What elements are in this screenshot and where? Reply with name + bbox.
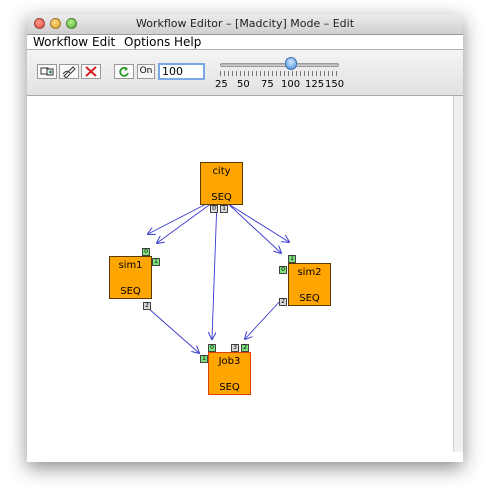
edge-city-sim1-a xyxy=(148,199,215,234)
job-node-name: sim1 xyxy=(118,260,143,271)
close-window-button[interactable] xyxy=(34,18,45,29)
input-port[interactable]: 1 xyxy=(288,255,296,263)
input-port[interactable]: 2 xyxy=(241,344,249,352)
menu-bar: Workflow Edit Options Help xyxy=(27,35,463,50)
vertical-scrollbar[interactable] xyxy=(453,96,463,452)
output-port[interactable]: 1 xyxy=(220,205,228,213)
edge-sim2-job3 xyxy=(245,299,282,339)
job-node-sim1[interactable]: sim1 SEQ xyxy=(109,256,152,299)
edge-city-sim2-b xyxy=(223,199,281,253)
edit-job-icon xyxy=(62,66,76,79)
window-title: Workflow Editor – [Madcity] Mode – Edit xyxy=(135,17,355,30)
workflow-editor-window: Workflow Editor – [Madcity] Mode – Edit … xyxy=(27,14,463,462)
job-node-type: SEQ xyxy=(211,192,232,203)
tick-label: 100 xyxy=(281,79,301,90)
input-port[interactable]: 1 xyxy=(152,258,160,266)
job-node-name: city xyxy=(212,166,231,177)
edge-city-job3 xyxy=(212,199,218,339)
output-port[interactable]: 2 xyxy=(279,298,287,306)
tick-label: 25 xyxy=(215,79,228,90)
zoom-slider-track[interactable] xyxy=(220,63,339,67)
output-port[interactable]: 2 xyxy=(143,302,151,310)
on-toggle-button[interactable]: On xyxy=(137,64,155,79)
input-port[interactable]: 1 xyxy=(200,355,208,363)
zoom-slider-ticks xyxy=(220,71,339,76)
tick-label: 75 xyxy=(261,79,274,90)
zoom-slider-thumb[interactable] xyxy=(285,57,298,70)
refresh-icon xyxy=(119,66,129,77)
job-node-type: SEQ xyxy=(219,382,240,393)
workflow-canvas[interactable]: city SEQ 0 1 sim1 SEQ 0 1 2 sim2 SEQ 1 0… xyxy=(27,96,453,452)
input-port[interactable]: 0 xyxy=(208,344,216,352)
menu-edit[interactable]: Edit xyxy=(92,35,116,49)
workflow-edges xyxy=(27,199,453,452)
delete-icon xyxy=(85,66,97,77)
menu-workflow[interactable]: Workflow xyxy=(33,35,89,49)
input-port[interactable]: 0 xyxy=(279,266,287,274)
tick-label: 50 xyxy=(237,79,250,90)
zoom-window-button[interactable] xyxy=(66,18,77,29)
menu-options[interactable]: Options xyxy=(124,35,171,49)
output-port[interactable]: 0 xyxy=(210,205,218,213)
edge-city-sim1-b xyxy=(157,199,217,243)
menu-help[interactable]: Help xyxy=(174,35,202,49)
delete-button[interactable] xyxy=(81,64,101,79)
refresh-button[interactable] xyxy=(114,64,134,79)
edge-sim1-job3 xyxy=(147,307,199,353)
add-job-icon xyxy=(40,67,54,76)
add-job-button[interactable] xyxy=(37,64,57,79)
job-node-city[interactable]: city SEQ xyxy=(200,162,243,205)
title-bar: Workflow Editor – [Madcity] Mode – Edit xyxy=(27,14,463,35)
job-node-type: SEQ xyxy=(120,286,141,297)
edge-city-sim2-a xyxy=(221,199,289,242)
job-node-type: SEQ xyxy=(299,293,320,304)
job-node-job3[interactable]: Job3 SEQ xyxy=(208,352,251,395)
toolbar: On 100 25 50 75 100 125 150 xyxy=(27,50,463,96)
job-node-name: Job3 xyxy=(218,356,241,367)
output-port[interactable]: 3 xyxy=(231,344,239,352)
input-port[interactable]: 0 xyxy=(142,248,150,256)
job-node-sim2[interactable]: sim2 SEQ xyxy=(288,263,331,306)
minimize-window-button[interactable] xyxy=(50,18,61,29)
tick-label: 150 xyxy=(325,79,345,90)
job-node-name: sim2 xyxy=(297,267,322,278)
tick-label: 125 xyxy=(305,79,325,90)
zoom-input[interactable]: 100 xyxy=(158,63,205,80)
edit-job-button[interactable] xyxy=(59,64,79,79)
